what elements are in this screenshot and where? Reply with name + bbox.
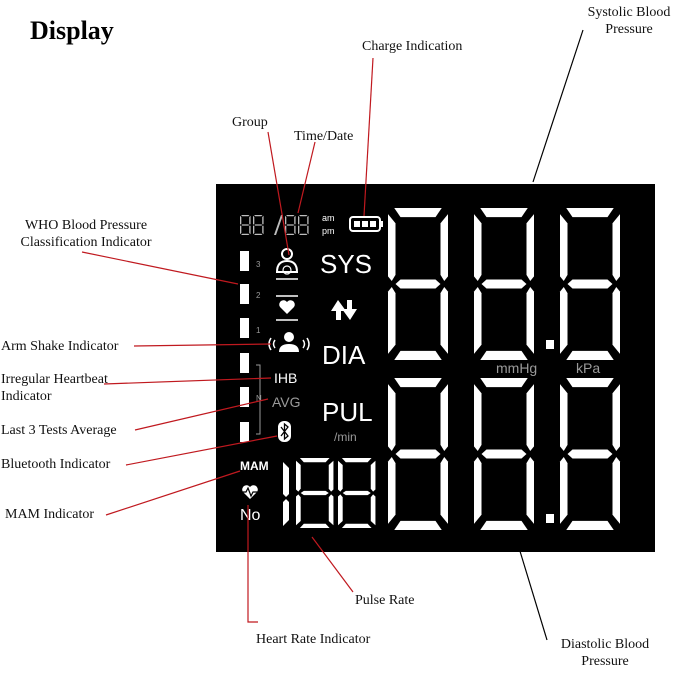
sys-decimal-point — [546, 340, 554, 349]
am-text: am — [322, 213, 335, 223]
who-level-2: 2 — [256, 291, 261, 300]
pulse-digits — [283, 458, 376, 528]
battery-icon — [349, 216, 383, 232]
pulse-digit-1 — [283, 462, 289, 526]
per-min-label: /min — [334, 430, 357, 444]
label-heart-rate: Heart Rate Indicator — [256, 632, 371, 647]
who-classification-bars — [240, 251, 249, 442]
kpa-label: kPa — [576, 360, 600, 376]
heart-icon — [276, 295, 298, 321]
diastolic-digits — [388, 378, 620, 530]
who-level-n: N — [256, 394, 262, 403]
dia-decimal-point — [546, 514, 554, 523]
who-level-1: 1 — [256, 326, 261, 335]
label-mam: MAM Indicator — [5, 507, 95, 522]
label-last-3-average: Last 3 Tests Average — [1, 423, 117, 438]
up-down-arrows-icon — [331, 300, 357, 320]
bluetooth-icon — [278, 421, 291, 442]
systolic-digits — [388, 208, 620, 360]
pointer-lines-black — [515, 29, 584, 641]
avg-label: AVG — [272, 394, 301, 410]
label-bluetooth: Bluetooth Indicator — [1, 457, 111, 472]
who-bracket — [256, 364, 261, 435]
who-level-3: 3 — [256, 260, 261, 269]
mam-lcd-label: MAM — [240, 459, 269, 473]
label-time-date: Time/Date — [294, 129, 354, 144]
label-arm-shake: Arm Shake Indicator — [1, 339, 119, 354]
arm-shake-icon — [268, 332, 310, 352]
ihb-label: IHB — [274, 370, 297, 386]
page-title: Display — [30, 16, 114, 45]
mmhg-label: mmHg — [496, 360, 537, 376]
dia-label: DIA — [322, 340, 366, 370]
no-lcd-label: No — [240, 507, 261, 524]
heart-rate-icon — [240, 485, 260, 499]
label-charge-indication: Charge Indication — [362, 39, 463, 54]
sys-label: SYS — [320, 249, 372, 279]
label-pulse-rate: Pulse Rate — [355, 593, 415, 608]
pul-label: PUL — [322, 397, 373, 427]
pointer-lines-red — [81, 57, 374, 623]
time-date-digits — [240, 215, 309, 235]
user-group-icon — [275, 248, 299, 275]
pm-text: pm — [322, 226, 335, 236]
label-group: Group — [232, 115, 268, 130]
lcd-panel — [216, 184, 655, 552]
